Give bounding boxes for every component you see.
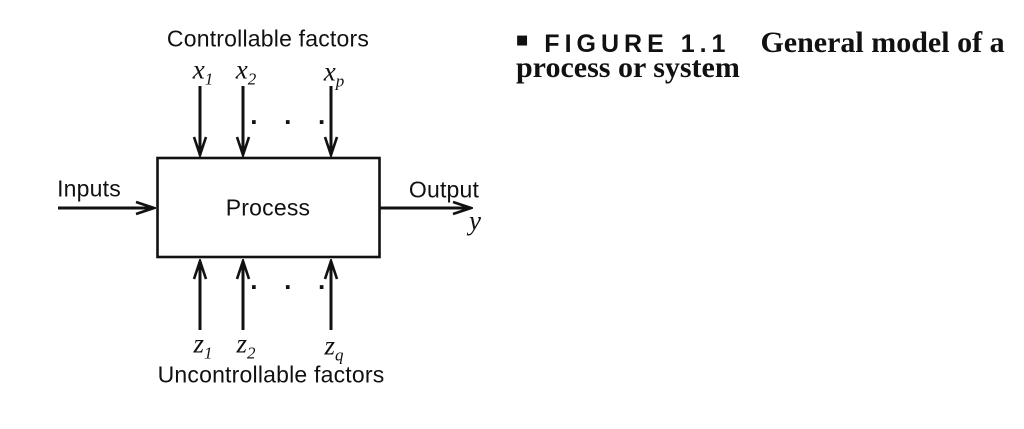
factor-label-zq: zq <box>324 330 344 365</box>
inputs-label: Inputs <box>57 175 121 202</box>
output-label: Output <box>408 176 480 203</box>
process-box-label: Process <box>225 194 311 221</box>
factor-label-x2: x2 <box>235 54 257 89</box>
output-variable-label: y <box>469 205 481 236</box>
factor-label-x1: x1 <box>192 54 214 89</box>
figure-title: General model of a process or system <box>516 26 1005 84</box>
factor-label-z1: z1 <box>193 328 213 363</box>
factor-label-xp: xp <box>323 56 345 91</box>
process-model-diagram: Controllable factors Uncontrollable fact… <box>57 25 520 388</box>
factor-label-z2: z2 <box>236 328 256 363</box>
caption-bullet-icon: ■ <box>516 33 529 48</box>
controllable-factors-label: Controllable factors <box>166 25 370 52</box>
diagram-lines <box>58 86 520 330</box>
bottom-ellipsis: · · · <box>250 271 336 302</box>
top-ellipsis: · · · <box>250 106 336 137</box>
uncontrollable-factors-label: Uncontrollable factors <box>157 361 385 388</box>
figure-number-label: FIGURE 1.1 <box>544 30 731 58</box>
